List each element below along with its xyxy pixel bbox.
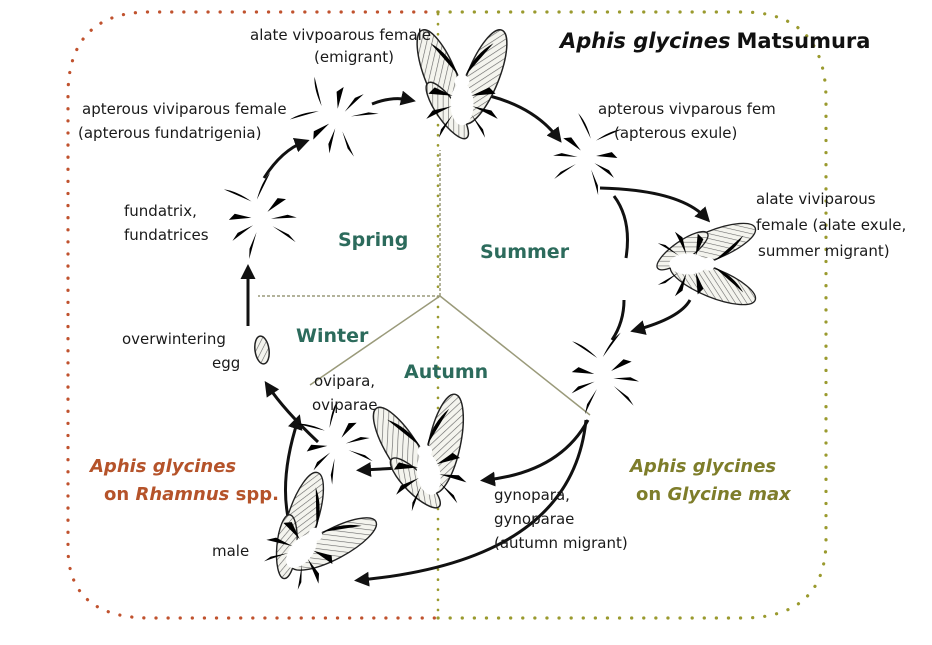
arrow-migrant-to-gynopara xyxy=(636,300,690,330)
season-divider-summer-autumn xyxy=(440,296,590,415)
season-spring-label: Spring xyxy=(338,229,408,251)
label-alate-emigrant: alate vivpoarous female (emigrant) xyxy=(250,26,436,66)
label-apterous-fundatrigenia: apterous viviparous female (apterous fun… xyxy=(78,100,291,142)
arrow-summer-right-loop xyxy=(612,300,624,340)
aphid-apterous-icon xyxy=(285,69,383,165)
season-autumn-label: Autumn xyxy=(404,361,488,383)
label-overwintering-egg: overwintering egg xyxy=(122,330,240,372)
label-male: male xyxy=(212,542,249,560)
label-fundatrix: fundatrix, fundatrices xyxy=(124,202,209,244)
egg-icon xyxy=(253,335,271,365)
arrow-emigrant-to-exule xyxy=(490,96,558,138)
aphid-alate-icon xyxy=(237,459,390,613)
label-ovipara: ovipara, oviparae xyxy=(312,372,380,414)
aphid-apterous-icon xyxy=(215,169,305,262)
arrow-exule-to-summer-migrant xyxy=(600,188,706,218)
aphid-alate-icon xyxy=(652,215,760,314)
arrow-exule-down-loop xyxy=(614,196,628,258)
arrow-fundatrix-to-fundatrigenia xyxy=(264,142,304,178)
season-summer-label: Summer xyxy=(480,241,570,263)
host-rhamnus-label: Aphis glycines on Rhamnus spp. xyxy=(88,456,279,505)
aphid-alate-icon xyxy=(361,386,489,523)
label-alate-exule: alate viviparous female (alate exule, su… xyxy=(756,190,911,260)
season-winter-label: Winter xyxy=(296,325,369,347)
host-glycine-label: Aphis glycines on Glycine max xyxy=(628,456,792,505)
arrow-fundatrigenia-to-emigrant xyxy=(372,99,410,104)
label-gynopara: gynopara, gynoparae (autumn migrant) xyxy=(494,486,628,552)
label-apterous-exule: apterous vivparous fem (apterous exule) xyxy=(598,100,781,142)
